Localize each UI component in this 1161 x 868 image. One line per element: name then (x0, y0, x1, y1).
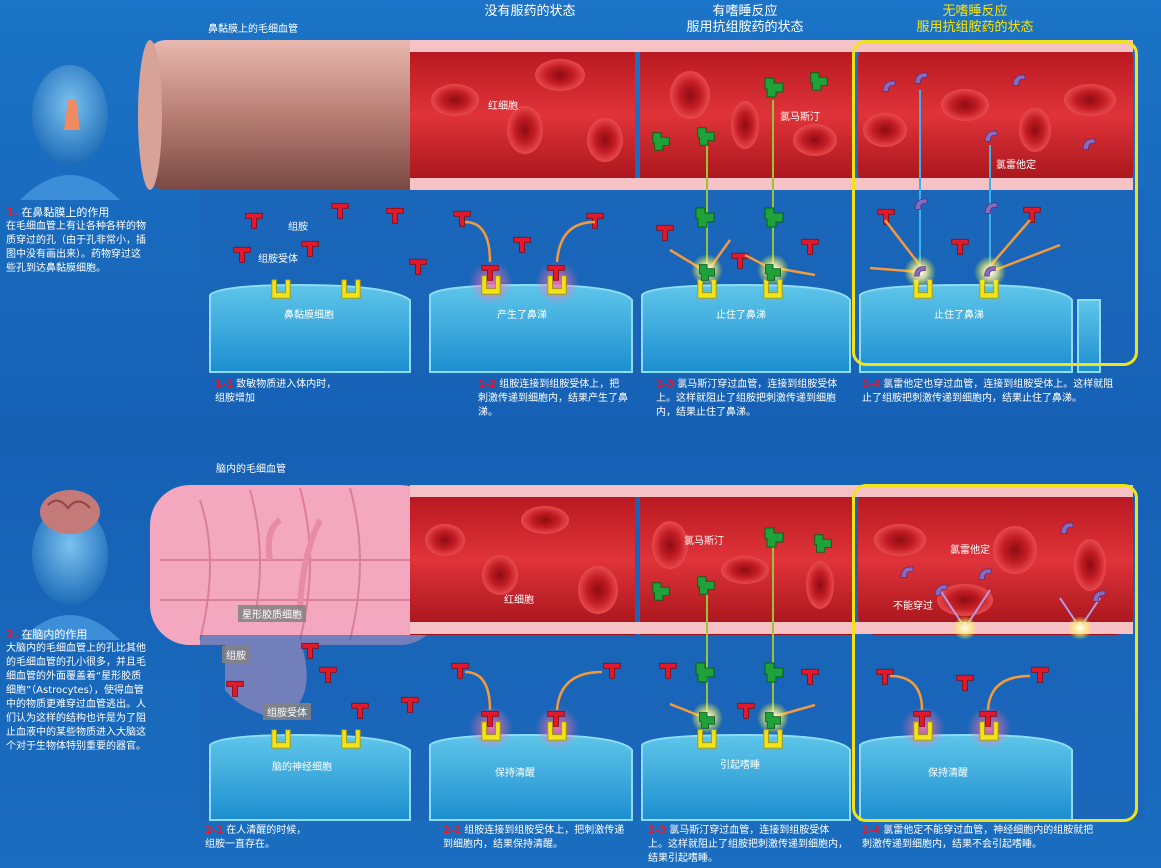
top-side-block: 1. 在鼻黏膜上的作用 在毛细血管上有让各种各样的物质穿过的孔（由于孔非常小，插… (6, 206, 146, 274)
label-histamine-top: 组胺 (288, 222, 308, 233)
label-chlor-bottom: 氯马斯汀 (684, 536, 724, 547)
label-cell-bottom: 脑的神经细胞 (272, 762, 332, 773)
caption-2-3: 2-3 氯马斯汀穿过血管，连接到组胺受体上。这样就阻止了组胺把刺激传递到细胞内，… (648, 825, 848, 864)
label-lorat-bottom: 氯雷他定 (950, 545, 990, 556)
label-awake-1: 保持清醒 (495, 768, 535, 779)
label-stop-2: 止住了鼻涕 (934, 310, 984, 321)
caption-1-1: 1-1 致敏物质进入体内时，组胺增加 (215, 379, 337, 404)
caption-2-1: 2-1 在人清醒的时候，组胺一直存在。 (205, 825, 307, 850)
top-vessel-label: 鼻黏膜上的毛细血管 (208, 24, 298, 35)
label-cannot-pass: 不能穿过 (893, 601, 933, 612)
highlight-panel-top (852, 40, 1138, 366)
label-receptor-bottom: 组胺受体 (263, 703, 311, 720)
bottom-side-block: 2. 在脑内的作用 大脑内的毛细血管上的孔比其他的毛细血管的孔小很多，并且毛细血… (6, 628, 146, 752)
caption-2-2: 2-2 组胺连接到组胺受体上，把刺激传递到细胞内，结果保持清醒。 (443, 825, 625, 850)
label-red-cell-top: 红细胞 (488, 101, 518, 112)
label-awake-2: 保持清醒 (928, 768, 968, 779)
top-col-title-3: 无嗜睡反应 服用抗组胺药的状态 (916, 4, 1034, 35)
label-stop-1: 止住了鼻涕 (716, 310, 766, 321)
label-red-cell-bottom: 红细胞 (504, 595, 534, 606)
top-col-title-2: 有嗜睡反应 服用抗组胺药的状态 (686, 4, 804, 35)
highlight-panel-bottom (852, 484, 1138, 822)
caption-1-2: 1-2 组胺连接到组胺受体上，把刺激传递到细胞内，结果产生了鼻涕。 (478, 379, 628, 418)
label-produce: 产生了鼻涕 (497, 310, 547, 321)
bottom-vessel-label: 脑内的毛细血管 (216, 464, 286, 475)
caption-2-4: 2-4 氯雷他定不能穿过血管，神经细胞内的组胺就把刺激传递到细胞内，结果不会引起… (862, 825, 1094, 850)
caption-1-4: 1-4 氯雷他定也穿过血管，连接到组胺受体上。这样就阻止了组胺把刺激传递到细胞内… (862, 379, 1114, 404)
label-chlor-top: 氯马斯汀 (780, 112, 820, 123)
label-astro: 星形胶质细胞 (238, 605, 306, 622)
label-histamine-bottom: 组胺 (222, 646, 250, 663)
caption-1-3: 1-3 氯马斯汀穿过血管，连接到组胺受体上。这样就阻止了组胺把刺激传递到细胞内，… (656, 379, 838, 418)
label-lorat-top: 氯雷他定 (996, 160, 1036, 171)
label-cell-top: 鼻黏膜细胞 (284, 310, 334, 321)
label-sleepy: 引起嗜睡 (720, 760, 760, 771)
label-receptor-top: 组胺受体 (258, 254, 298, 265)
top-col-title-1: 没有服药的状态 (484, 4, 576, 19)
